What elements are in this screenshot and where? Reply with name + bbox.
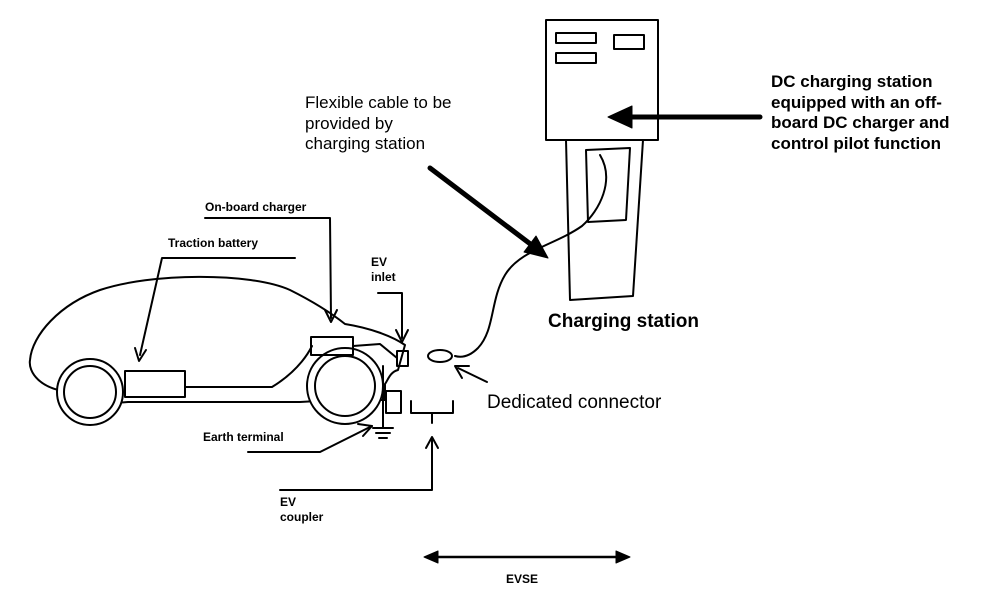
car-body bbox=[28, 275, 406, 404]
car-wheel-rear bbox=[56, 358, 124, 426]
flexible-cable-arrow-shaft bbox=[427, 165, 536, 249]
station-display-1 bbox=[555, 32, 597, 44]
ev-inlet-leader bbox=[377, 292, 403, 339]
charging-station-unit bbox=[545, 19, 659, 301]
flexible-cable-label: Flexible cable to be provided by chargin… bbox=[305, 93, 452, 154]
station-cabinet bbox=[545, 19, 659, 141]
charging-cable bbox=[454, 154, 608, 358]
onboard-charger-label: On-board charger bbox=[205, 200, 307, 214]
car-wheel-rear-inner bbox=[63, 365, 117, 419]
station-post bbox=[565, 139, 644, 301]
station-display-3 bbox=[613, 34, 645, 50]
dc-station-arrow-head bbox=[607, 105, 633, 129]
station-holster bbox=[585, 147, 631, 223]
traction-battery-leader-head bbox=[134, 347, 147, 362]
traction-battery-leader bbox=[139, 257, 296, 356]
earth-terminal-label: Earth terminal bbox=[203, 430, 284, 444]
earth-terminal-leader-head bbox=[357, 423, 373, 437]
charger-inlet-wire bbox=[352, 343, 398, 359]
battery-charger-wire bbox=[184, 345, 313, 388]
electric-vehicle bbox=[28, 275, 409, 439]
car-wheel-front bbox=[306, 347, 384, 425]
evse-label: EVSE bbox=[506, 572, 539, 586]
evse-arrow-right bbox=[615, 550, 631, 564]
earth-ground-icon bbox=[372, 427, 394, 439]
dedicated-connector-icon bbox=[427, 349, 453, 363]
flexible-cable-arrow-head bbox=[523, 235, 549, 259]
dedicated-connector-label: Dedicated connector bbox=[487, 392, 662, 413]
traction-battery-icon bbox=[124, 370, 186, 398]
callout-arrows bbox=[423, 105, 763, 564]
earth-terminal-leader bbox=[247, 425, 373, 453]
leader-lines bbox=[134, 217, 488, 491]
onboard-charger-leader bbox=[204, 217, 332, 319]
ev-coupler-label: EV coupler bbox=[280, 495, 324, 524]
ev-coupler-leader bbox=[279, 439, 433, 491]
ev-inlet-label: EV inlet bbox=[371, 255, 396, 284]
dc-charging-station-label: DC charging station equipped with an off… bbox=[771, 72, 950, 154]
ev-coupler-leader-head bbox=[425, 436, 439, 449]
ev-inlet-leader-head bbox=[395, 329, 409, 343]
traction-battery-label: Traction battery bbox=[168, 236, 259, 250]
ev-coupler-bracket bbox=[410, 400, 454, 424]
dedicated-connector-leader-head bbox=[454, 365, 470, 379]
station-display-2 bbox=[555, 52, 597, 64]
charging-station-label: Charging station bbox=[548, 311, 699, 332]
onboard-charger-leader-head bbox=[324, 309, 338, 323]
earth-terminal-box bbox=[385, 390, 402, 414]
dedicated-connector-leader bbox=[457, 367, 488, 383]
ev-inlet-icon bbox=[396, 350, 409, 367]
evse-arrow-left bbox=[423, 550, 439, 564]
